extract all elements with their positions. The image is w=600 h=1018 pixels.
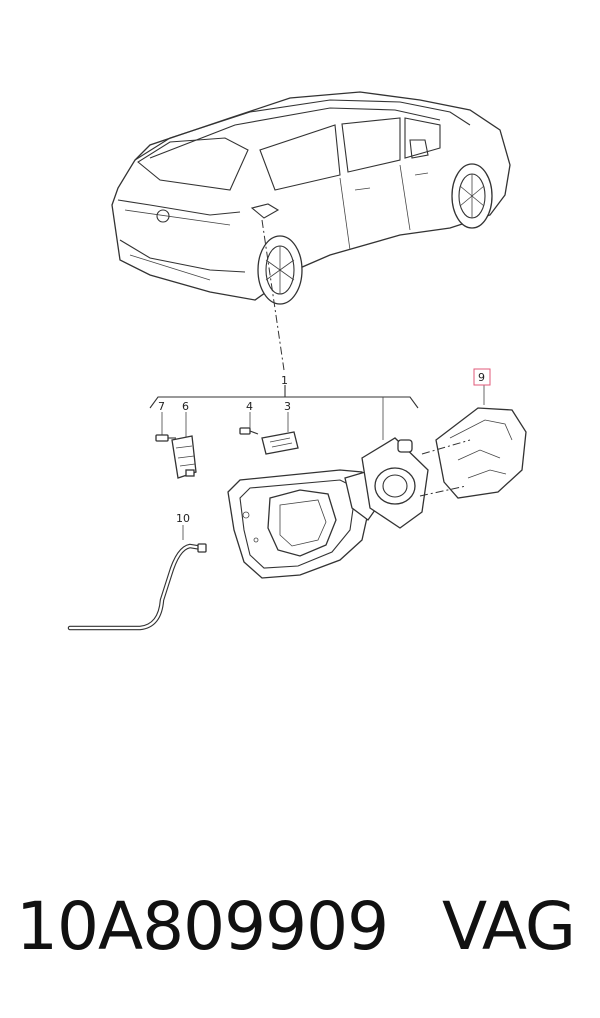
part-1-charging-housing [227, 437, 429, 579]
callout-6: 6 [182, 400, 189, 413]
parts-diagram: 1 7 6 4 3 9 10 [67, 91, 527, 631]
part-7-screw [155, 434, 176, 442]
callout-1: 1 [281, 374, 288, 387]
leader-lines [149, 219, 485, 540]
callout-4: 4 [246, 400, 253, 413]
car-illustration [111, 91, 511, 305]
callout-9: 9 [478, 371, 485, 384]
rear-wheel [257, 235, 303, 305]
callout-10: 10 [176, 512, 190, 525]
callout-7: 7 [158, 400, 165, 413]
part-9-cover-flap [419, 407, 527, 499]
part-10-cable [67, 543, 207, 631]
logo-icon [156, 209, 170, 223]
part-6-actuator [171, 435, 197, 479]
footer: 10A809909 VAG [0, 888, 600, 988]
part-4-screw [239, 427, 259, 435]
callout-3: 3 [284, 400, 291, 413]
front-wheel [451, 163, 493, 229]
brand-label: VAG [442, 888, 576, 965]
callout-9-highlight [473, 368, 491, 386]
charging-flap-on-car [250, 203, 280, 219]
part-3-connector [261, 431, 299, 455]
part-number: 10A809909 [16, 888, 389, 965]
